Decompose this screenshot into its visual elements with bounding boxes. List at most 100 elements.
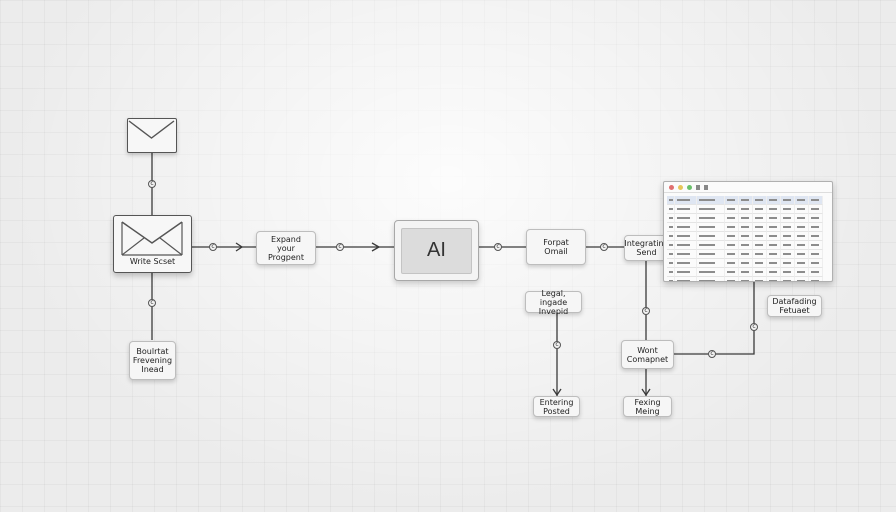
connector-badge: c <box>708 350 716 358</box>
spreadsheet-cell <box>725 259 739 268</box>
spreadsheet-cell <box>739 232 753 241</box>
spreadsheet-cell <box>809 223 823 232</box>
expand-prompt-node[interactable]: Expand your Progpent <box>256 231 316 265</box>
spreadsheet-cell <box>753 250 767 259</box>
spreadsheet-cell <box>697 268 725 277</box>
green-dot-icon <box>687 184 692 190</box>
envelope-icon <box>121 221 183 256</box>
spreadsheet-cell <box>725 232 739 241</box>
ai-node[interactable]: AI <box>394 220 479 281</box>
spreadsheet-cell <box>753 232 767 241</box>
spreadsheet-cell <box>753 196 767 205</box>
spreadsheet-cell <box>667 250 675 259</box>
database-node[interactable]: Datafading Fetuaet <box>767 295 822 317</box>
envelope-icon[interactable] <box>127 118 177 153</box>
spreadsheet-cell <box>809 268 823 277</box>
spreadsheet-cell <box>753 214 767 223</box>
spreadsheet-cell <box>781 196 795 205</box>
spreadsheet-toolbar <box>664 182 832 193</box>
connector-badge: c <box>209 243 217 251</box>
spreadsheet-cell <box>675 223 697 232</box>
spreadsheet-cell <box>725 277 739 281</box>
write-email-node[interactable]: Write Scset <box>113 215 192 273</box>
spreadsheet-cell <box>781 250 795 259</box>
spreadsheet-cell <box>675 232 697 241</box>
spreadsheet-cell <box>781 259 795 268</box>
spreadsheet-cell <box>675 259 697 268</box>
arrow-to-entering <box>552 388 562 397</box>
spreadsheet-cell <box>697 232 725 241</box>
spreadsheet-cell <box>675 241 697 250</box>
connector-badge: c <box>750 323 758 331</box>
spreadsheet-cell <box>781 277 795 281</box>
spreadsheet-cell <box>725 223 739 232</box>
spreadsheet-cell <box>675 250 697 259</box>
spreadsheet-cell <box>781 214 795 223</box>
spreadsheet-cell <box>809 196 823 205</box>
arrow-to-prompt <box>235 242 244 252</box>
connector-badge: c <box>600 243 608 251</box>
spreadsheet-cell <box>753 205 767 214</box>
connector-badge: c <box>336 243 344 251</box>
spreadsheet-cell <box>753 268 767 277</box>
spreadsheet-cell <box>767 268 781 277</box>
toolbar-icon <box>704 184 708 190</box>
spreadsheet-cell <box>667 277 675 281</box>
review-node[interactable]: Boulrtat Frevening Inead <box>129 341 176 380</box>
spreadsheet-cell <box>725 196 739 205</box>
spreadsheet-cell <box>753 223 767 232</box>
spreadsheet-cell <box>739 241 753 250</box>
spreadsheet-cell <box>781 205 795 214</box>
red-dot-icon <box>669 184 674 190</box>
integrating-send-node[interactable]: Integrating Send <box>624 235 669 261</box>
spreadsheet-cell <box>767 232 781 241</box>
spreadsheet-cell <box>725 250 739 259</box>
envelope-icon-shape <box>128 120 175 139</box>
spreadsheet-cell <box>675 205 697 214</box>
spreadsheet-cell <box>767 223 781 232</box>
format-email-node[interactable]: Forpat Omail <box>526 229 586 265</box>
spreadsheet-cell <box>795 205 809 214</box>
ai-label: AI <box>401 227 472 274</box>
spreadsheet-cell <box>753 277 767 281</box>
spreadsheet-cell <box>667 241 675 250</box>
spreadsheet-cell <box>795 223 809 232</box>
connector-badge: c <box>148 180 156 188</box>
spreadsheet-cell <box>767 241 781 250</box>
spreadsheet-cell <box>697 277 725 281</box>
yellow-dot-icon <box>678 184 683 190</box>
spreadsheet-cell <box>675 268 697 277</box>
spreadsheet-cell <box>697 223 725 232</box>
spreadsheet-cell <box>781 232 795 241</box>
spreadsheet-cell <box>725 241 739 250</box>
spreadsheet-cell <box>739 205 753 214</box>
spreadsheet-cell <box>767 214 781 223</box>
spreadsheet-cell <box>739 223 753 232</box>
connector-badge: c <box>642 307 650 315</box>
spreadsheet-cell <box>795 196 809 205</box>
spreadsheet-cell <box>739 277 753 281</box>
connector-badge: c <box>148 299 156 307</box>
spreadsheet-cell <box>809 214 823 223</box>
spreadsheet-cell <box>675 277 697 281</box>
spreadsheet-cell <box>697 196 725 205</box>
spreadsheet-cell <box>739 196 753 205</box>
wire-wont-to-sheet <box>674 282 755 355</box>
spreadsheet-cell <box>767 250 781 259</box>
connector-badge: c <box>553 341 561 349</box>
fexing-meing-node[interactable]: Fexing Meing <box>623 396 672 417</box>
legal-node[interactable]: Legal, ingade Invepid <box>525 289 582 316</box>
entering-posted-node[interactable]: Entering Posted <box>533 396 580 417</box>
spreadsheet-cell <box>697 241 725 250</box>
spreadsheet-cell <box>667 223 675 232</box>
spreadsheet-cell <box>767 277 781 281</box>
wont-comapnet-node[interactable]: Wont Comapnet <box>621 340 674 369</box>
spreadsheet-cell <box>795 232 809 241</box>
spreadsheet-cell <box>697 214 725 223</box>
spreadsheet-cell <box>781 241 795 250</box>
arrow-to-ai <box>371 242 381 252</box>
spreadsheet-cell <box>767 259 781 268</box>
toolbar-icon <box>696 184 700 190</box>
spreadsheet-cell <box>667 259 675 268</box>
spreadsheet-icon[interactable] <box>663 181 833 282</box>
